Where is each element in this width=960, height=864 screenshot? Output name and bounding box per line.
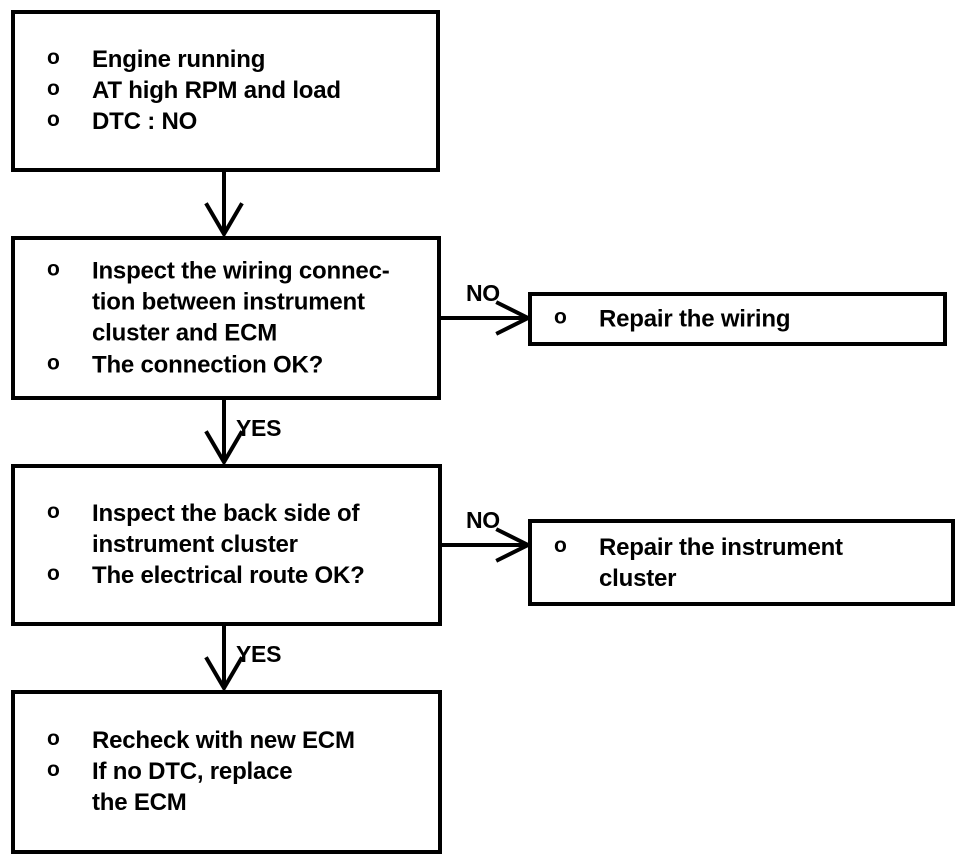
node-check-wiring[interactable]: o Inspect the wiring connec- tion betwee… <box>11 236 441 400</box>
list-item: o AT high RPM and load <box>15 75 436 106</box>
list-item: o The connection OK? <box>15 349 437 380</box>
bullet-icon: o <box>47 77 60 101</box>
list-item: o Repair the instrument cluster <box>532 531 951 593</box>
node-check-cluster-line-1: Inspect the back side of instrument clus… <box>92 500 360 559</box>
bullet-icon: o <box>47 257 60 281</box>
node-check-cluster[interactable]: o Inspect the back side of instrument cl… <box>11 464 442 626</box>
node-repair-wiring-content: o Repair the wiring <box>532 303 943 334</box>
edge-label-check-wiring-yes: YES <box>236 415 282 441</box>
node-repair-cluster[interactable]: o Repair the instrument cluster <box>528 519 955 606</box>
node-start-line-2: AT high RPM and load <box>92 77 341 105</box>
node-repair-wiring[interactable]: o Repair the wiring <box>528 292 947 346</box>
node-start-line-1: Engine running <box>92 46 266 74</box>
node-check-wiring-line-1: Inspect the wiring connec- tion between … <box>92 257 390 347</box>
node-repair-wiring-line-1: Repair the wiring <box>599 305 791 333</box>
bullet-icon: o <box>47 108 60 132</box>
node-recheck-ecm[interactable]: o Recheck with new ECM o If no DTC, repl… <box>11 690 442 854</box>
node-repair-cluster-line-1: Repair the instrument cluster <box>599 533 843 592</box>
bullet-icon: o <box>47 562 60 586</box>
edge-check-wiring-no <box>441 300 533 336</box>
list-item: o Inspect the back side of instrument cl… <box>15 498 438 560</box>
bullet-icon: o <box>47 500 60 524</box>
list-item: o Repair the wiring <box>532 303 943 334</box>
bullet-icon: o <box>47 758 60 782</box>
node-repair-cluster-content: o Repair the instrument cluster <box>532 531 951 593</box>
bullet-icon: o <box>47 46 60 70</box>
node-check-wiring-line-2: The connection OK? <box>92 351 324 379</box>
list-item: o If no DTC, replace the ECM <box>15 756 438 818</box>
bullet-icon: o <box>554 305 567 329</box>
node-check-wiring-content: o Inspect the wiring connec- tion betwee… <box>15 256 437 381</box>
node-check-cluster-line-2: The electrical route OK? <box>92 562 365 590</box>
list-item: o Inspect the wiring connec- tion betwee… <box>15 256 437 350</box>
node-recheck-ecm-content: o Recheck with new ECM o If no DTC, repl… <box>15 725 438 819</box>
node-recheck-ecm-line-2: If no DTC, replace the ECM <box>92 758 293 817</box>
list-item: o The electrical route OK? <box>15 561 438 592</box>
bullet-icon: o <box>47 351 60 375</box>
edge-label-check-cluster-no: NO <box>466 507 500 533</box>
edge-label-check-cluster-yes: YES <box>236 641 282 667</box>
list-item: o Recheck with new ECM <box>15 725 438 756</box>
bullet-icon: o <box>47 727 60 751</box>
node-check-cluster-content: o Inspect the back side of instrument cl… <box>15 498 438 592</box>
edge-start-to-check-wiring <box>204 172 244 238</box>
list-item: o Engine running <box>15 44 436 75</box>
node-start-line-3: DTC : NO <box>92 108 198 136</box>
node-start-content: o Engine running o AT high RPM and load … <box>15 44 436 138</box>
node-start[interactable]: o Engine running o AT high RPM and load … <box>11 10 440 172</box>
edge-check-cluster-no <box>442 527 533 563</box>
edge-label-check-wiring-no: NO <box>466 280 500 306</box>
bullet-icon: o <box>554 533 567 557</box>
list-item: o DTC : NO <box>15 107 436 138</box>
node-recheck-ecm-line-1: Recheck with new ECM <box>92 727 355 755</box>
